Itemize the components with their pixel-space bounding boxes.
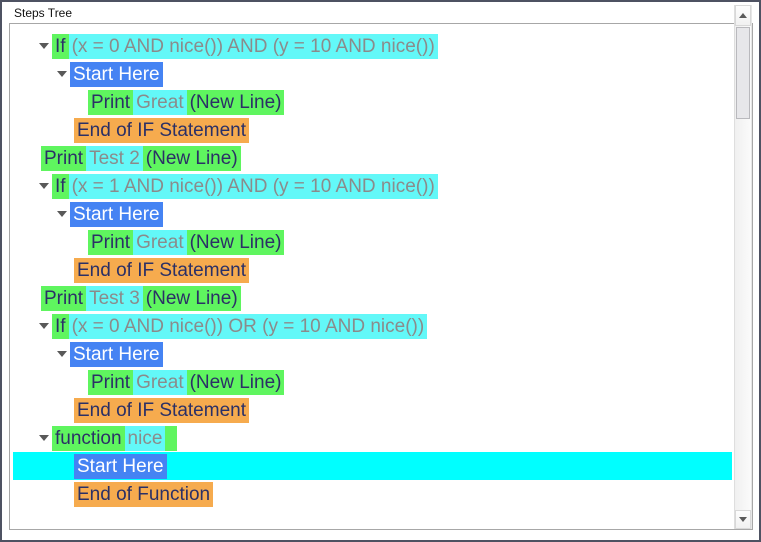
step-segment: Print xyxy=(88,369,134,395)
step-segment: Print xyxy=(41,145,87,171)
tree-row[interactable]: If(x = 1 AND nice()) AND (y = 10 AND nic… xyxy=(13,172,732,200)
step-segment: Great xyxy=(133,369,187,395)
triangle-down-icon xyxy=(57,71,67,77)
step-segment: Print xyxy=(88,89,134,115)
step-segment: Great xyxy=(133,229,187,255)
step-segment: (x = 1 AND nice()) AND (y = 10 AND nice(… xyxy=(68,173,438,199)
triangle-down-icon xyxy=(39,323,49,329)
expander-icon[interactable] xyxy=(54,206,70,222)
step-segment: (New Line) xyxy=(142,145,241,171)
scrollbar-thumb[interactable] xyxy=(736,27,750,119)
tree-row[interactable]: Start Here xyxy=(13,200,732,228)
triangle-down-icon xyxy=(39,43,49,49)
tree-row-selected[interactable]: Start Here xyxy=(13,452,732,480)
triangle-down-icon xyxy=(57,211,67,217)
scroll-up-icon xyxy=(739,13,747,18)
expander-icon[interactable] xyxy=(36,318,52,334)
triangle-down-icon xyxy=(39,435,49,441)
step-segment: End of Function xyxy=(74,481,214,507)
step-segment: End of IF Statement xyxy=(74,117,249,143)
expander-icon[interactable] xyxy=(54,66,70,82)
tree-row[interactable]: End of IF Statement xyxy=(13,256,732,284)
step-segment: End of IF Statement xyxy=(74,257,249,283)
tree-row[interactable]: End of IF Statement xyxy=(13,396,732,424)
triangle-down-icon xyxy=(57,351,67,357)
tree-row[interactable]: If(x = 0 AND nice()) AND (y = 10 AND nic… xyxy=(13,32,732,60)
step-segment: (x = 0 AND nice()) AND (y = 10 AND nice(… xyxy=(68,33,438,59)
step-segment: Start Here xyxy=(70,201,163,227)
tree-rows: If(x = 0 AND nice()) AND (y = 10 AND nic… xyxy=(13,32,732,527)
step-segment: nice xyxy=(124,425,166,451)
scroll-down-button[interactable] xyxy=(735,510,751,529)
tree-row[interactable]: Start Here xyxy=(13,340,732,368)
vertical-scrollbar[interactable] xyxy=(734,5,752,529)
expander-icon[interactable] xyxy=(36,38,52,54)
tree-row[interactable]: If(x = 0 AND nice()) OR (y = 10 AND nice… xyxy=(13,312,732,340)
step-segment: function xyxy=(52,425,125,451)
expander-icon[interactable] xyxy=(36,430,52,446)
step-segment: Start Here xyxy=(70,61,163,87)
step-segment: If xyxy=(52,33,69,59)
step-segment: Start Here xyxy=(74,453,167,479)
scroll-down-icon xyxy=(739,517,747,522)
step-segment: (x = 0 AND nice()) OR (y = 10 AND nice()… xyxy=(68,313,428,339)
step-segment: Print xyxy=(41,285,87,311)
triangle-down-icon xyxy=(39,183,49,189)
steps-tree-label: Steps Tree xyxy=(12,6,75,20)
step-segment: Print xyxy=(88,229,134,255)
step-segment: (New Line) xyxy=(186,229,285,255)
step-segment: Great xyxy=(133,89,187,115)
step-segment: (New Line) xyxy=(142,285,241,311)
step-segment: Test 2 xyxy=(86,145,143,171)
step-segment: Test 3 xyxy=(86,285,143,311)
expander-icon[interactable] xyxy=(54,346,70,362)
tree-row[interactable]: Start Here xyxy=(13,60,732,88)
step-segment xyxy=(165,425,177,451)
step-segment: If xyxy=(52,173,69,199)
step-segment: Start Here xyxy=(70,341,163,367)
step-segment: (New Line) xyxy=(186,89,285,115)
step-segment: (New Line) xyxy=(186,369,285,395)
scroll-up-button[interactable] xyxy=(735,5,751,26)
steps-tree-panel: If(x = 0 AND nice()) AND (y = 10 AND nic… xyxy=(9,23,753,530)
tree-row[interactable]: End of Function xyxy=(13,480,732,508)
step-segment: End of IF Statement xyxy=(74,397,249,423)
tree-row[interactable]: End of IF Statement xyxy=(13,116,732,144)
expander-icon[interactable] xyxy=(36,178,52,194)
step-segment: If xyxy=(52,313,69,339)
